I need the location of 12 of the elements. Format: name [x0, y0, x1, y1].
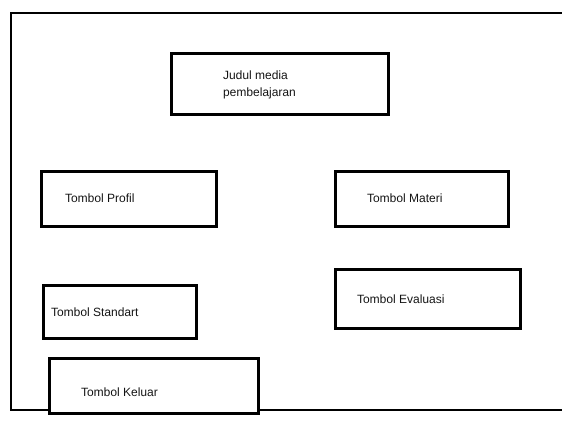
button-label: Tombol Keluar	[81, 384, 159, 401]
button-box	[40, 170, 218, 228]
button-box	[42, 284, 198, 340]
button-box	[334, 268, 522, 330]
button-label: Tombol Standart	[51, 304, 140, 321]
button-box	[48, 357, 260, 415]
title-text: Judul media pembelajaran	[223, 67, 297, 101]
button-label: Tombol Profil	[65, 190, 136, 207]
button-label: Tombol Materi	[367, 190, 444, 207]
button-box	[334, 170, 510, 228]
title-box	[170, 52, 390, 116]
button-label: Tombol Evaluasi	[357, 291, 446, 308]
